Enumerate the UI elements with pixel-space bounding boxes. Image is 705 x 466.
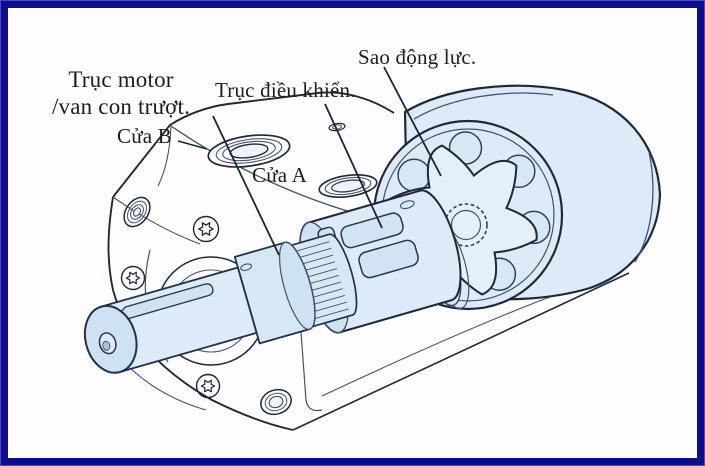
- leader-lines: [177, 66, 442, 256]
- leader-line-power-star: [383, 66, 442, 177]
- leader-line-port-b: [177, 140, 208, 150]
- bottom-port-hole: [260, 388, 292, 416]
- torx-screw-front: [192, 215, 220, 243]
- housing-topface-front-crease: [170, 125, 369, 218]
- label-motor-shaft-line1: Trục motor: [68, 67, 174, 92]
- shaft-center-hole-inner: [102, 340, 111, 351]
- shaft-keyway: [116, 283, 214, 320]
- housing-top-edge: [112, 91, 395, 198]
- torx-screw-left: [120, 265, 146, 291]
- spool-window: [340, 212, 404, 249]
- end-cover-rim-top: [413, 92, 554, 120]
- housing-corner-plate-edge: [300, 331, 323, 412]
- housing-bottom-left-arc: [125, 363, 207, 411]
- output-shaft: [83, 241, 316, 374]
- spool-window: [358, 239, 419, 279]
- leader-line-motor-shaft: [212, 115, 280, 256]
- gerotor-roller: [397, 158, 431, 192]
- port-b-hole: [207, 134, 291, 168]
- end-cover-rim-right: [634, 151, 654, 263]
- side-port-hole: [123, 196, 151, 228]
- housing-left-corner-crease: [157, 125, 172, 187]
- label-port-b: Cửa B: [117, 124, 172, 148]
- shaft-oil-hole: [240, 263, 252, 271]
- spool-vent-hole: [399, 200, 415, 210]
- torx-screw-bottom: [195, 373, 221, 399]
- star-spline-hole-inner: [450, 209, 482, 241]
- housing-leftface-crease: [112, 196, 201, 245]
- label-motor-shaft-line2: /van con trượt.: [51, 94, 191, 120]
- shaft-large-end-face: [278, 241, 316, 330]
- port-a-hole: [318, 174, 378, 198]
- label-power-star: Sao động lực.: [358, 45, 477, 69]
- label-control-shaft: Trục điều khiển.: [215, 78, 356, 102]
- label-port-a: Cửa A: [252, 163, 307, 187]
- star-spline-hole: [444, 203, 488, 247]
- housing-diagonal-edge: [292, 272, 630, 431]
- label-motor-shaft: Trục motor /van con trượt.: [28, 66, 214, 120]
- leader-line-control-shaft: [324, 103, 383, 229]
